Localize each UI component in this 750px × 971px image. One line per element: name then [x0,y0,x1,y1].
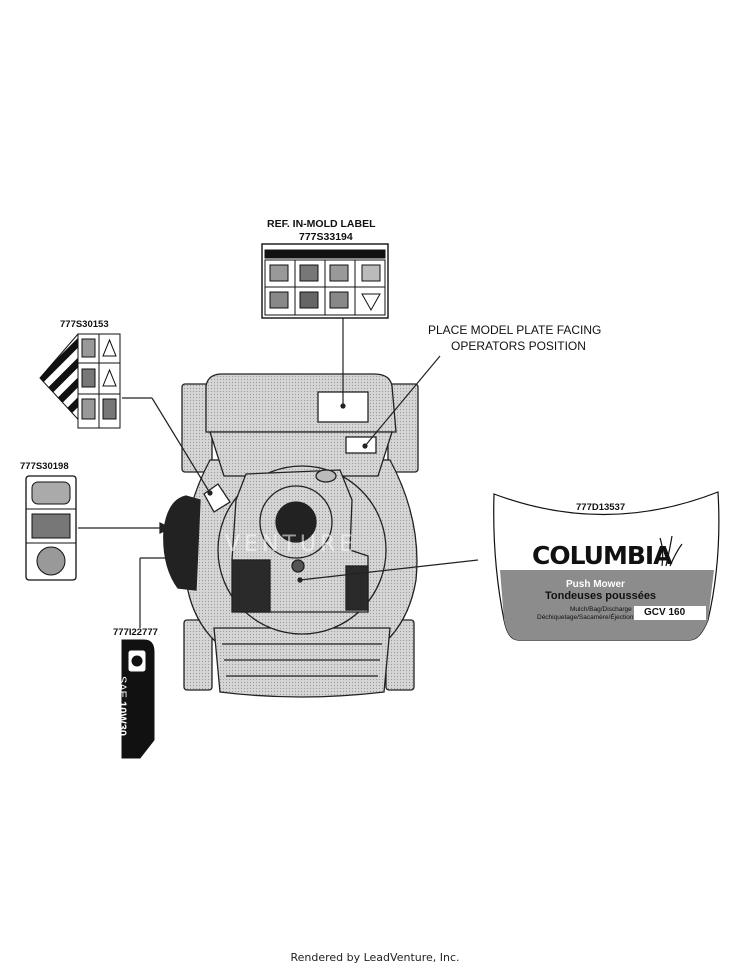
decal-modes-fr: Déchiquetage/Sacamère/Éjection [537,614,634,621]
model-plate-note-line2: OPERATORS POSITION [451,339,586,353]
decal-model: GCV 160 [644,607,686,618]
model-plate-note-line1: PLACE MODEL PLATE FACING [428,323,602,337]
warning-label-decal [39,333,121,429]
oil-label-text: SAE 10W30 [116,676,128,736]
ref-inmold-label-title: REF. IN-MOLD LABEL [267,218,376,230]
decal-product-fr: Tondeuses poussées [545,590,657,602]
inmold-label-decal [261,243,389,319]
leader-lines [78,318,479,628]
grass-icon [659,535,683,567]
part-number-777I22777: 777I22777 [113,627,158,638]
side-discharge-chute [163,495,201,591]
oil-grade: 10W30 [116,701,128,736]
footer-credit: Rendered by LeadVenture, Inc. [290,951,460,964]
model-plate-position [345,436,377,454]
columbia-decal [493,491,720,641]
decal-product-en: Push Mower [566,579,625,590]
oil-prefix: SAE [116,676,128,699]
decal-band [500,570,714,640]
decal-brand: COLUMBIA [532,541,673,570]
front-bumper [213,627,391,698]
safety-label-decal [25,475,77,581]
watermark: VENTURE [225,532,358,557]
part-number-777D13537: 777D13537 [576,502,626,513]
part-number-777S30198: 777S30198 [20,461,69,472]
model-box [634,606,706,620]
oil-label-decal [121,639,155,759]
front-wheel-left [183,619,213,691]
decal-modes-en: Mulch/Bag/Discharge [570,606,632,613]
part-number-777S30153: 777S30153 [60,319,109,330]
part-number-777S33194: 777S33194 [299,231,353,243]
